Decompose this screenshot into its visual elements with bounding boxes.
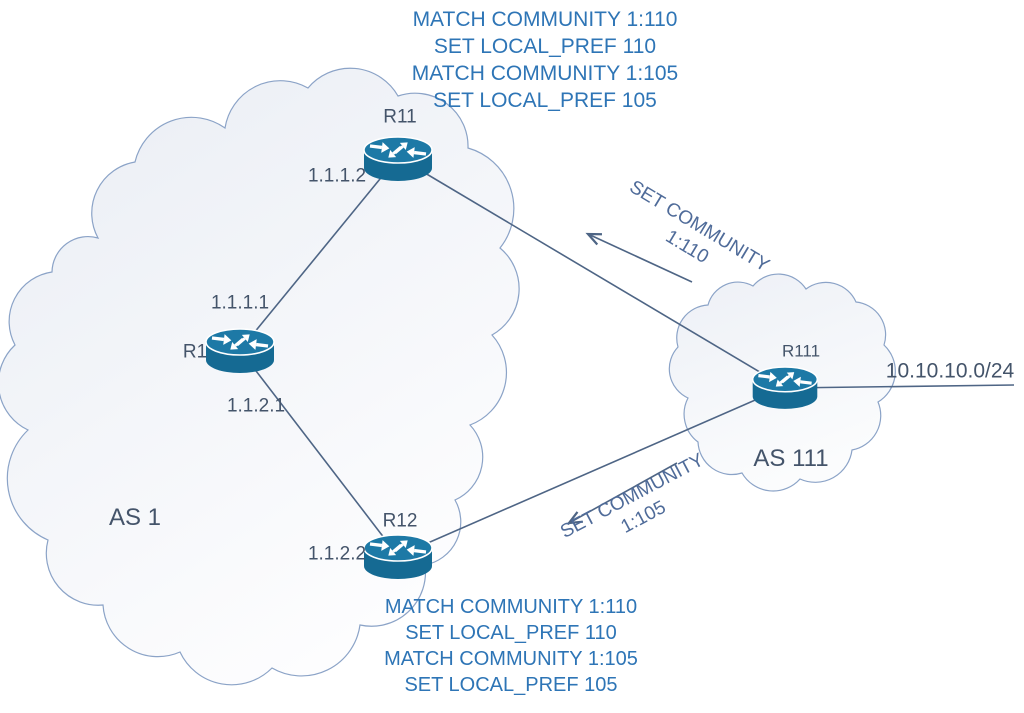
policy-line: MATCH COMMUNITY 1:105 [411, 62, 679, 85]
router-label-r12: R12 [382, 510, 418, 532]
policy-line: MATCH COMMUNITY 1:110 [384, 596, 638, 618]
as1-label: AS 1 [108, 504, 162, 531]
as111-label: AS 111 [753, 445, 829, 472]
router-label-r111: R111 [781, 341, 821, 361]
network-prefix-label: 10.10.10.0/24 [885, 359, 1015, 383]
arrow-set-community-105 [566, 462, 678, 525]
router-icon-r1 [205, 328, 275, 373]
route-map-policy-bottom: MATCH COMMUNITY 1:110 SET LOCAL_PREF 110… [341, 594, 681, 698]
link-r12-r111 [397, 386, 786, 557]
interface-label-1-1-2-2: 1.1.2.2 [307, 543, 367, 565]
policy-line: SET LOCAL_PREF 110 [405, 622, 617, 644]
link-r1-r11 [239, 156, 399, 351]
route-map-policy-top: MATCH COMMUNITY 1:110 SET LOCAL_PREF 110… [375, 6, 715, 114]
router-icon-r11 [363, 136, 433, 181]
link-r11-r111 [397, 156, 786, 388]
router-label-r1: R1 [182, 341, 208, 363]
policy-line: MATCH COMMUNITY 1:110 [412, 8, 678, 31]
link-r1-r12 [239, 349, 399, 557]
lan-stub-line [784, 384, 1015, 389]
policy-line: MATCH COMMUNITY 1:105 [384, 648, 638, 670]
router-label-r11: R11 [383, 106, 417, 128]
policy-line: SET LOCAL_PREF 105 [404, 674, 618, 696]
policy-line: SET LOCAL_PREF 110 [433, 35, 657, 58]
interface-label-1-1-1-2: 1.1.1.2 [307, 165, 367, 187]
interface-label-1-1-1-1: 1.1.1.1 [210, 292, 270, 314]
interface-label-1-1-2-1: 1.1.2.1 [226, 395, 286, 417]
arrow-set-community-110 [585, 232, 693, 283]
policy-line: SET LOCAL_PREF 105 [433, 89, 657, 112]
router-icon-r111 [751, 366, 819, 409]
router-icon-r12 [363, 534, 433, 579]
